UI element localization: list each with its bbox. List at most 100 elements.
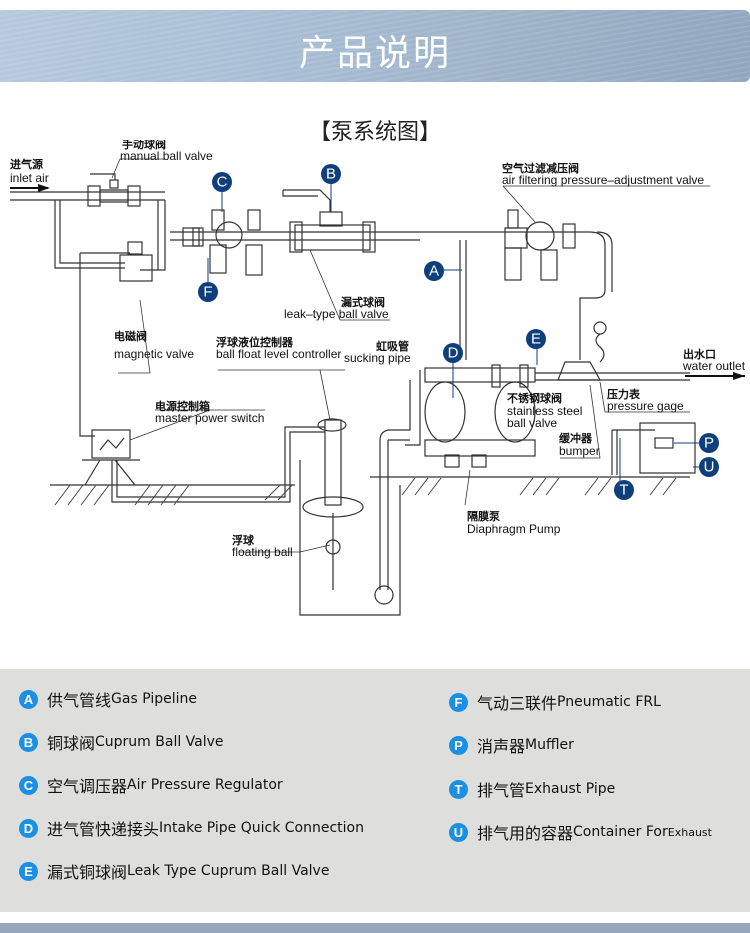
legend-cn: 铜球阀 [47, 734, 96, 753]
exhaust-container [611, 422, 696, 475]
svg-text:C: C [217, 174, 228, 191]
legend-cn: 漏式铜球阀 [47, 863, 128, 882]
pressure-regulator [182, 209, 263, 276]
ground-hatching [54, 477, 677, 506]
badge-p: P [699, 433, 719, 453]
legend-badge-a: A [19, 689, 38, 709]
legend-badge-c: C [19, 775, 38, 795]
label-sucking-pipe-cn: 虹吸管 [376, 339, 409, 353]
page-title: 产品说明 [298, 33, 451, 74]
badge-b: B [321, 164, 341, 184]
legend-en: Intake Pipe Quick Connection [159, 820, 364, 836]
label-stainless-valve-cn: 不锈钢球阀 [507, 391, 562, 405]
legend-cn: 气动三联件 [477, 694, 558, 713]
badge-e: E [526, 329, 546, 349]
legend-badge-b: B [19, 732, 38, 752]
label-pressure-gage-en: pressure gage [607, 399, 684, 413]
svg-text:F: F [203, 284, 212, 301]
legend-badge-u: U [449, 822, 468, 842]
legend-badge-e: E [19, 861, 38, 881]
label-bumper-en: bumper [559, 444, 600, 458]
magnetic-valve-symbol [79, 241, 153, 437]
label-leak-valve-en: leak–type ball valve [284, 307, 389, 321]
power-switch-box [82, 426, 325, 503]
float-tank [299, 418, 401, 616]
label-floating-ball-en: floating ball [232, 545, 293, 559]
label-sucking-pipe-en: sucking pipe [344, 351, 411, 365]
svg-text:B: B [326, 166, 336, 183]
label-manual-valve-en: manual ball valve [120, 149, 213, 163]
footer-bar [0, 923, 750, 933]
legend-badge-f: F [449, 692, 468, 712]
legend-en: Container For [573, 824, 668, 840]
water-outlet-arrowhead [733, 372, 745, 380]
svg-text:U: U [704, 459, 715, 476]
legend-cn: 供气管线 [47, 691, 112, 710]
legend-en-small: Exhaust [667, 825, 712, 839]
badge-c: C [212, 172, 232, 192]
legend-badge-d: D [19, 818, 38, 838]
label-bumper-cn: 缓冲器 [559, 431, 593, 445]
label-water-outlet-en: water outlet [682, 359, 746, 373]
header-banner: 产品说明 [0, 10, 750, 82]
legend-cn: 消声器 [477, 737, 526, 756]
label-floating-ball-cn: 浮球 [232, 533, 255, 547]
outlet-pipe [491, 321, 690, 388]
legend-en: Exhaust Pipe [525, 781, 616, 797]
ground [50, 476, 690, 486]
badge-u: U [699, 457, 719, 477]
label-air-filter-en: air filtering pressure–adjustment valve [502, 173, 704, 187]
legend-cn: 空气调压器 [47, 777, 128, 796]
legend-cn: 排气用的容器 [477, 824, 574, 843]
label-diaphragm-pump-cn: 隔膜泵 [467, 509, 500, 523]
label-magnetic-valve-cn: 电磁阀 [114, 329, 147, 343]
label-stainless-valve-en2: ball valve [507, 416, 557, 430]
label-master-switch-en: master power switch [155, 411, 264, 425]
badge-d: D [443, 343, 463, 363]
svg-text:P: P [704, 435, 714, 452]
legend-en: Pneumatic FRL [557, 694, 661, 710]
label-float-controller-cn: 浮球液位控制器 [216, 335, 294, 349]
inlet-arrowhead [38, 184, 50, 192]
label-pressure-gage-cn: 压力表 [607, 387, 641, 401]
leader-lines [111, 158, 710, 553]
manual-ball-valve [87, 173, 141, 207]
label-water-outlet-cn: 出水口 [683, 347, 716, 361]
diaphragm-pump [424, 367, 536, 468]
pump-system-diagram: C B F A D E P U T 进气源 inlet air 手动球阀 man… [0, 140, 750, 650]
legend-badge-p: P [449, 735, 468, 755]
legend-en: Air Pressure Regulator [127, 777, 283, 793]
label-manual-valve-cn: 手动球阀 [122, 140, 166, 151]
leak-type-ball-valve [282, 189, 376, 253]
label-stainless-valve-en1: stainless steel [507, 404, 582, 418]
diagram-canvas: C B F A D E P U T 进气源 inlet air 手动球阀 man… [10, 140, 746, 616]
legend-badge-t: T [449, 779, 468, 799]
legend-en: Muffler [525, 737, 574, 753]
legend-en: Gas Pipeline [111, 691, 197, 707]
label-float-controller-en: ball float level controller [216, 347, 341, 361]
diagram-title: 【泵系统图】 [308, 120, 441, 145]
legend-cn: 进气管快递接头 [47, 820, 160, 839]
svg-text:E: E [531, 331, 541, 348]
label-magnetic-valve-en: magnetic valve [114, 347, 194, 361]
label-diaphragm-pump-en: Diaphragm Pump [467, 522, 561, 536]
legend-en: Leak Type Cuprum Ball Valve [127, 863, 330, 879]
svg-text:D: D [448, 345, 459, 362]
svg-text:A: A [429, 263, 439, 280]
label-master-switch-cn: 电源控制箱 [155, 399, 210, 413]
label-inlet-air-en: inlet air [10, 171, 49, 185]
legend-cn: 排气管 [477, 781, 526, 800]
badge-a: A [424, 261, 444, 281]
label-inlet-air-cn: 进气源 [10, 157, 43, 171]
air-filter-regulator [504, 209, 576, 281]
sucking-pipe [374, 370, 421, 605]
legend-en: Cuprum Ball Valve [95, 734, 224, 750]
